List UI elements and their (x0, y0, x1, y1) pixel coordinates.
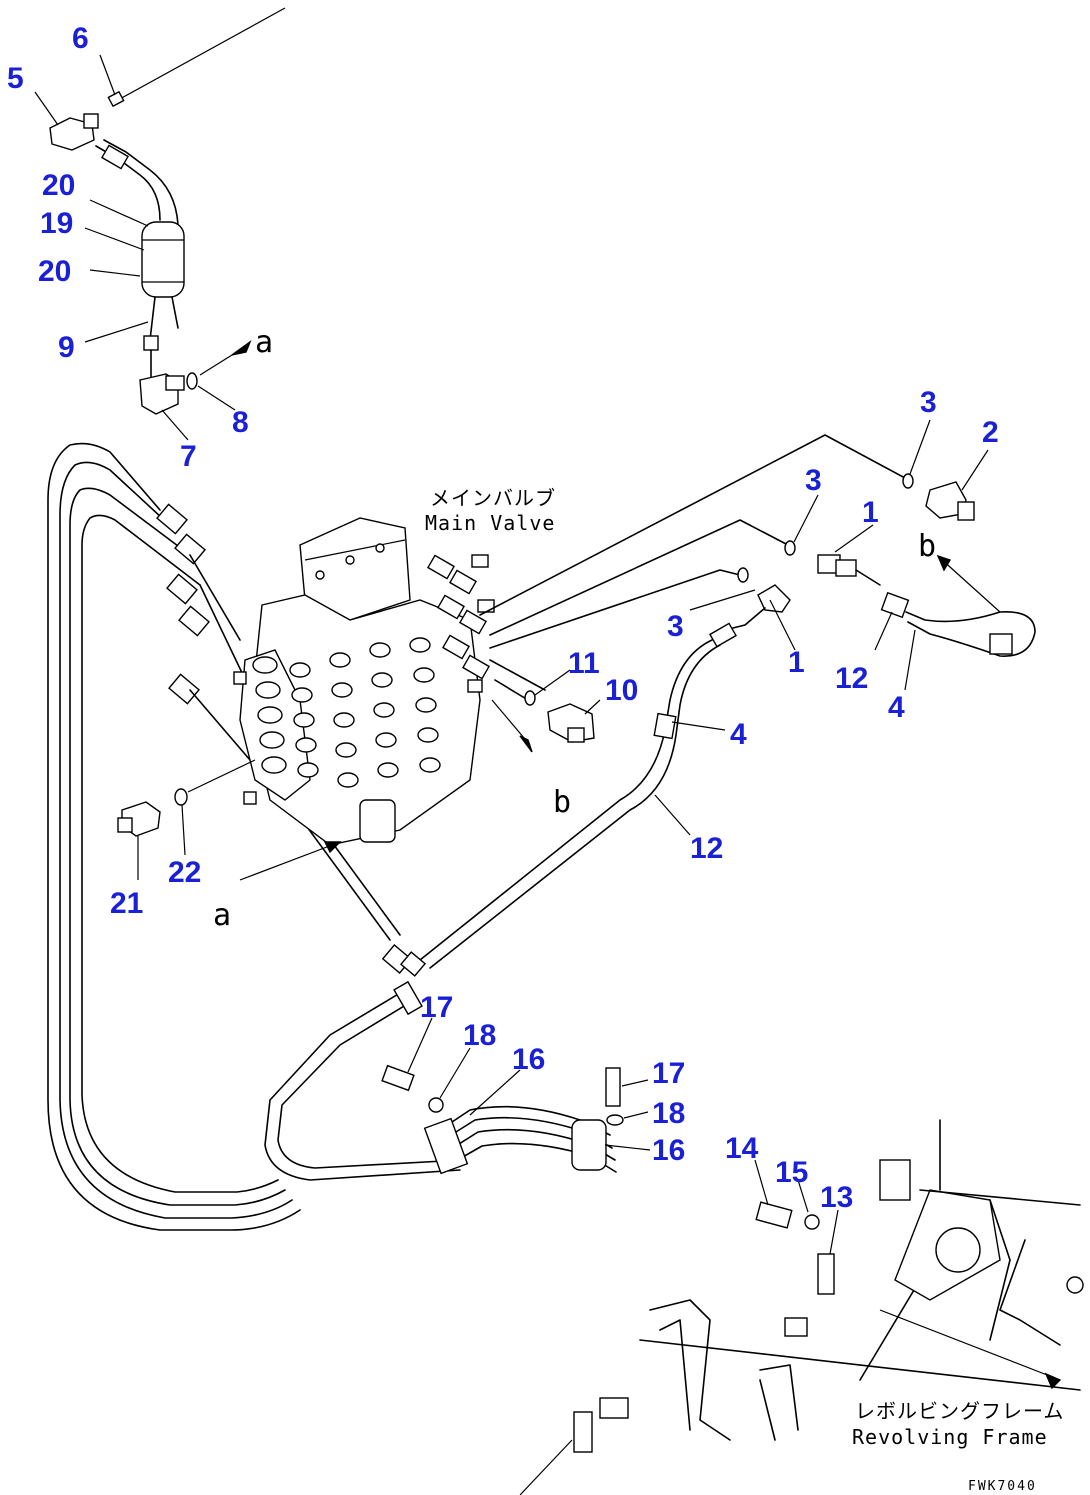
callout-17-left: 17 (420, 991, 453, 1024)
callout-12-center: 12 (690, 832, 723, 865)
callout-3-top: 3 (920, 386, 937, 419)
callout-15: 15 (775, 1156, 808, 1189)
callout-14: 14 (725, 1132, 759, 1165)
callout-10: 10 (605, 674, 638, 707)
right-pressure-switches (381, 434, 1036, 977)
callout-6: 6 (72, 22, 89, 55)
drawing-code: FWK7040 (968, 1479, 1037, 1494)
top-sensor-assembly (49, 7, 286, 415)
callout-17-right: 17 (652, 1057, 685, 1090)
view-mark-b-center: b (553, 785, 571, 820)
view-mark-b-right: b (918, 529, 936, 564)
view-mark-a-top: a (255, 325, 273, 360)
callout-2: 2 (982, 416, 999, 449)
main-valve-caption-en: Main Valve (425, 511, 555, 535)
left-sensor (117, 759, 342, 881)
callout-4-right: 4 (888, 691, 905, 724)
callout-1-low: 1 (788, 646, 805, 679)
callout-3-mid: 3 (805, 464, 822, 497)
frame-caption-en: Revolving Frame (852, 1425, 1048, 1449)
callout-8: 8 (232, 406, 249, 439)
callout-18-right: 18 (652, 1097, 685, 1130)
lower-harness (264, 980, 624, 1181)
callout-21: 21 (110, 887, 143, 920)
callout-16-right: 16 (652, 1134, 685, 1167)
callout-3-low: 3 (667, 610, 684, 643)
callout-13: 13 (820, 1181, 853, 1214)
callout-18-left: 18 (463, 1019, 496, 1052)
callout-20-upper: 20 (42, 169, 75, 202)
callout-16-left: 16 (512, 1043, 545, 1076)
callout-11: 11 (568, 647, 600, 680)
callout-9: 9 (58, 331, 75, 364)
leader-lines (34, 54, 989, 1255)
callout-5: 5 (7, 62, 24, 95)
view-mark-a-bottom: a (213, 898, 231, 933)
callout-20-lower: 20 (38, 255, 71, 288)
callouts: 6 5 20 19 20 9 8 7 3 2 3 1 3 1 12 4 11 1… (7, 22, 999, 1214)
callout-19: 19 (40, 207, 73, 240)
callout-7: 7 (180, 440, 197, 473)
frame-caption-jp: レボルビングフレーム (855, 1399, 1064, 1423)
callout-12-right: 12 (835, 662, 868, 695)
callout-4-center: 4 (730, 718, 747, 751)
main-valve-body (233, 517, 495, 846)
callout-22: 22 (168, 856, 201, 889)
main-valve-caption-jp: メインバルブ (430, 486, 556, 510)
revolving-frame (519, 1119, 1084, 1495)
callout-1-top: 1 (862, 496, 879, 529)
